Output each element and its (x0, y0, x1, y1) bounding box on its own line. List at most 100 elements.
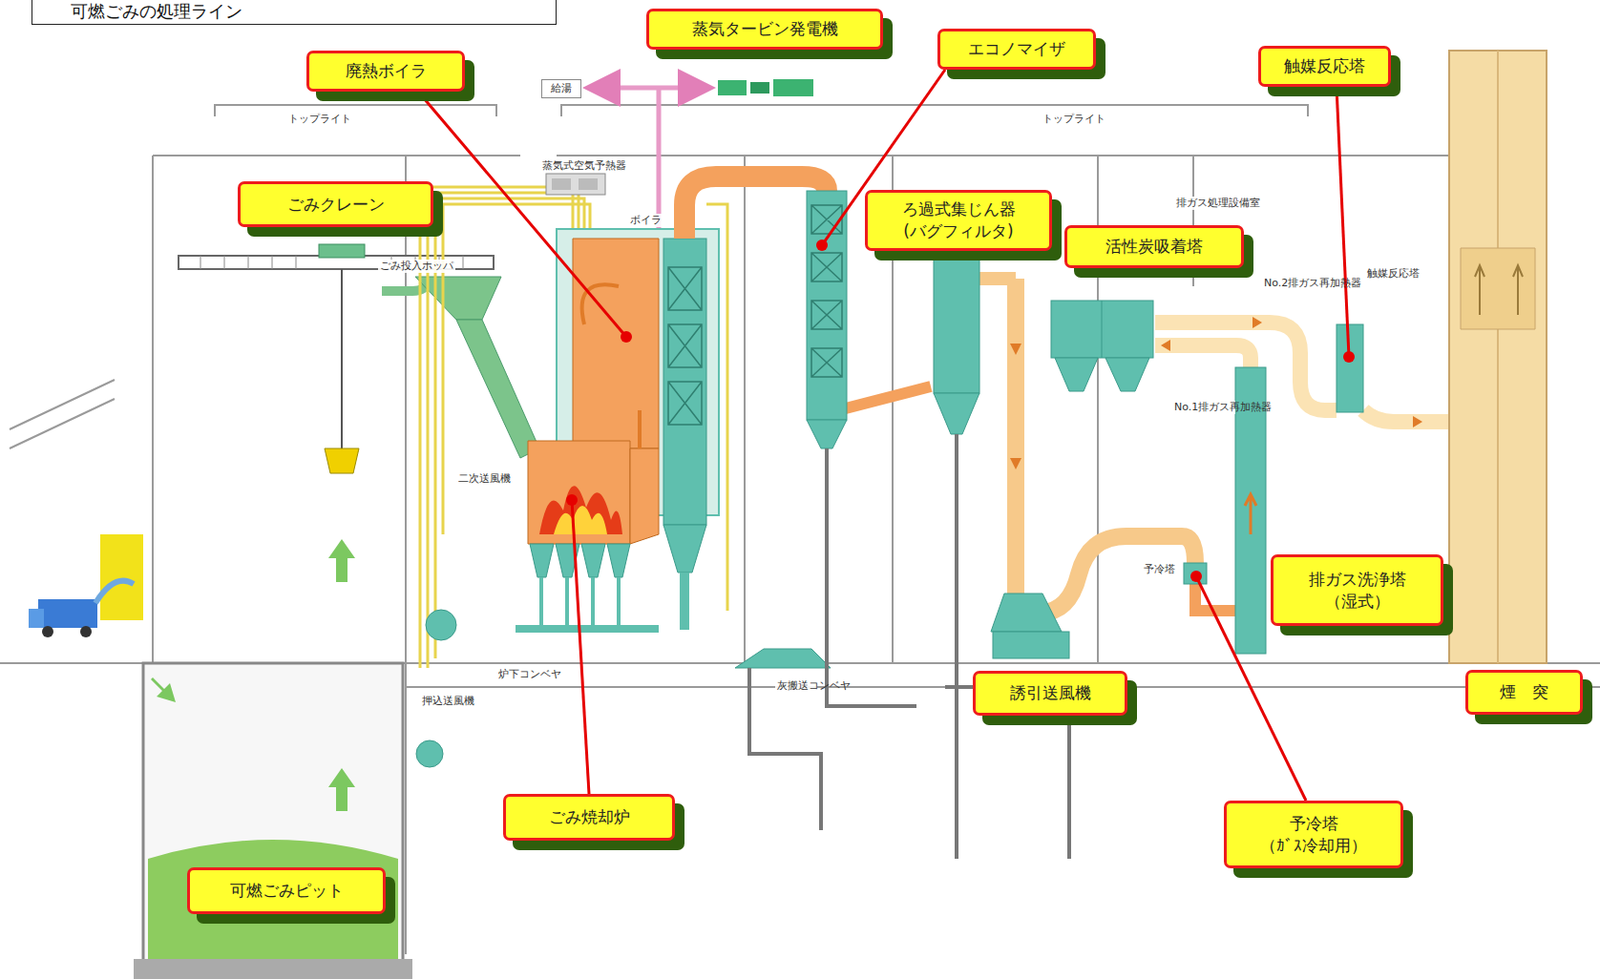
induced-draft-fan (992, 631, 1070, 659)
callout-text: ごみ焼却炉 (548, 806, 631, 829)
ash-conveyor (735, 649, 831, 669)
waste-heat-boiler (668, 267, 702, 425)
flow-arrow (1252, 316, 1263, 329)
garbage-pit (133, 959, 413, 979)
garbage-pit (147, 840, 399, 960)
flow-arrow (1160, 339, 1171, 352)
garbage-pit (150, 677, 176, 703)
part-label: No.2排ガス再加熱器 (1262, 276, 1326, 291)
air-preheater (578, 178, 598, 190)
flue-duct (1363, 410, 1450, 422)
garbage-pit (328, 768, 356, 812)
garbage-truck (95, 581, 134, 604)
part-label: 灰搬送コンベヤ (775, 679, 818, 694)
leader-line (816, 239, 828, 252)
part-label: 押込送風機 (420, 694, 459, 709)
catalyst-tower (1336, 324, 1364, 413)
garbage-truck (28, 534, 144, 638)
callout-box: ごみクレーン (237, 181, 434, 228)
turbine-generator (773, 79, 814, 97)
leader-line (620, 331, 632, 343)
leader-line (1343, 351, 1355, 363)
air-preheater (546, 173, 606, 195)
garbage-truck (42, 626, 54, 638)
flow-arrow (1010, 343, 1022, 356)
garbage-crane (324, 448, 359, 474)
callout-box: 煙 突 (1465, 670, 1583, 716)
flow-arrow (1412, 416, 1423, 428)
part-label: ごみ投入ホッパ (378, 259, 456, 274)
waste-heat-boiler (663, 525, 707, 573)
under-floor-pipe (826, 448, 917, 707)
garbage-truck (100, 534, 144, 621)
part-label: 蒸気式空気予熱器 (540, 159, 629, 173)
part-label: トップライト (1040, 112, 1108, 127)
part-label: No.1排ガス再加熱器 (1172, 400, 1236, 415)
turbine-generator (717, 80, 747, 96)
under-floor-pipe (826, 434, 1070, 860)
waste-heat-boiler (527, 441, 631, 545)
callout-text: 活性炭吸着塔 (1105, 235, 1203, 258)
leader-line (1336, 86, 1349, 358)
chimney (1460, 248, 1536, 330)
callout-box: 廃熱ボイラ (306, 50, 465, 92)
waste-heat-boiler (572, 238, 659, 449)
callout-text: 予冷塔 （ｶﾞｽ冷却用） (1238, 813, 1390, 858)
pre-cooling-tower (1183, 563, 1207, 585)
activated-carbon-tower (1051, 300, 1154, 392)
garbage-truck (38, 599, 98, 629)
leader-line (566, 494, 578, 506)
callout-text: ごみクレーン (287, 193, 385, 216)
building-frame (152, 154, 1528, 157)
flow-arrow (1010, 458, 1022, 470)
fan-symbol (416, 740, 443, 768)
callout-box: 蒸気タービン発電機 (646, 8, 884, 50)
garbage-crane (340, 269, 343, 449)
flue-duct (684, 176, 827, 239)
chimney (1449, 50, 1547, 664)
turbine-generator (717, 79, 814, 97)
furnace-grate (515, 544, 659, 633)
induced-draft-fan (990, 593, 1062, 632)
callout-box: 可燃ごみピット (187, 867, 386, 915)
part-label: 排ガス処理設備室 (1174, 196, 1263, 211)
incinerator-flame (553, 505, 608, 535)
outlet-box: 給湯 (541, 79, 582, 99)
flue-duct (1040, 536, 1196, 613)
callout-box: ごみ焼却炉 (503, 794, 675, 842)
part-label: ボイラ (628, 213, 664, 228)
callout-text: 触媒反応塔 (1284, 55, 1366, 78)
garbage-pit (133, 539, 413, 979)
turbine-generator (750, 82, 770, 94)
part-label: 二次送風機 (456, 472, 495, 486)
callout-box: 排ガス洗浄塔 （湿式） (1270, 554, 1444, 627)
ash-conveyor (735, 649, 831, 831)
building-frame (214, 105, 497, 117)
callout-box: 誘引送風機 (972, 671, 1128, 716)
induced-draft-fan (990, 593, 1070, 659)
air-preheater (546, 173, 606, 195)
activated-carbon-tower (1051, 300, 1154, 358)
callout-text: 排ガス洗浄塔 （湿式） (1284, 568, 1430, 613)
leader-line (571, 500, 590, 795)
wet-scrubber (1235, 367, 1266, 654)
callout-text: エコノマイザ (968, 38, 1066, 61)
air-preheater (551, 178, 571, 190)
steam-line (420, 187, 728, 669)
building-frame (561, 105, 1308, 117)
garbage-truck (80, 626, 92, 638)
callout-text: 誘引送風機 (1010, 682, 1092, 705)
building-frame (744, 155, 1528, 664)
waste-heat-boiler (663, 238, 707, 526)
waste-heat-boiler (630, 448, 659, 545)
ash-conveyor (749, 668, 822, 831)
activated-carbon-tower (1101, 300, 1103, 358)
economizer (811, 205, 843, 378)
waste-heat-boiler (679, 572, 690, 631)
garbage-crane (318, 244, 365, 258)
fan-symbol (416, 610, 457, 768)
leader-line (1190, 570, 1202, 583)
waste-heat-boiler (637, 410, 642, 449)
bag-filter (933, 393, 980, 435)
bag-filter (933, 255, 980, 394)
